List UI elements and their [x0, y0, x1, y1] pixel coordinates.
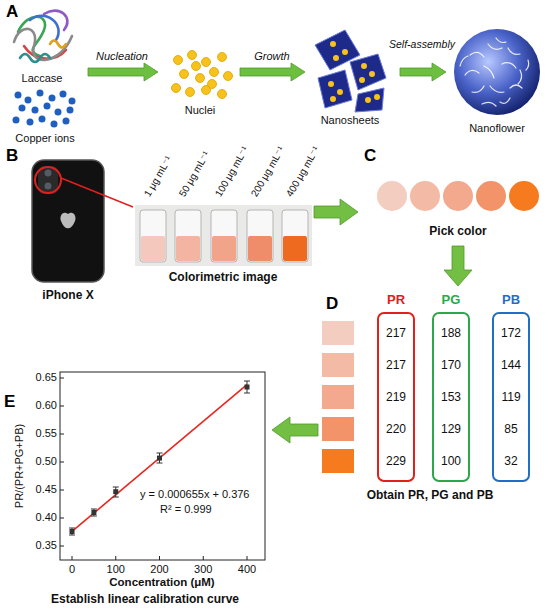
color-swatches — [322, 321, 354, 473]
equation-text: R² = 0.999 — [160, 503, 212, 516]
caption-label: Establish linear calibration curve — [51, 592, 239, 606]
value-cell: 129 — [434, 413, 468, 445]
value-cell: 119 — [494, 381, 528, 413]
axis-tick: 0.55 — [36, 427, 57, 440]
value-cell: 144 — [494, 349, 528, 381]
axis-tick: 0.45 — [36, 483, 57, 496]
item-label: Nuclei — [185, 104, 216, 117]
equation-text: y = 0.000655x + 0.376 — [140, 488, 249, 501]
panel-letter: A — [6, 2, 18, 22]
axis-tick: 0 — [69, 563, 75, 576]
color-column: PR217217219220229 — [377, 312, 415, 482]
item-label: Nanosheets — [321, 114, 380, 127]
value-cell: 217 — [379, 349, 413, 381]
phone-illustration — [32, 160, 133, 282]
axis-title: Concentration (μM) — [109, 576, 214, 590]
value-cell: 188 — [434, 317, 468, 349]
process-arrow — [88, 63, 446, 81]
value-cell: 229 — [379, 445, 413, 477]
nuclei-dots — [172, 51, 233, 99]
concentration-label: 200 μg mL⁻¹ — [249, 144, 287, 199]
axis-tick: 200 — [150, 563, 168, 576]
calibration-chart — [60, 372, 265, 560]
nanoflower-sphere — [454, 29, 540, 115]
value-cell: 153 — [434, 381, 468, 413]
caption-label: Obtain PR, PG and PB — [367, 488, 494, 502]
step-label: Nucleation — [96, 50, 148, 63]
nanosheets — [315, 30, 386, 112]
axis-tick: 400 — [238, 563, 256, 576]
value-cell: 220 — [379, 413, 413, 445]
step-label: Growth — [254, 50, 289, 63]
step-label: Self-assembly — [389, 38, 455, 51]
item-label: Laccase — [22, 72, 63, 85]
value-cell: 32 — [494, 445, 528, 477]
axis-tick: 0.50 — [36, 455, 57, 468]
copper-ion-dots — [13, 90, 76, 128]
axis-tick: 0.60 — [36, 399, 57, 412]
concentration-label: 1 μg mL⁻¹ — [142, 154, 175, 199]
panel-letter: C — [364, 146, 376, 166]
value-cell: 172 — [494, 317, 528, 349]
axis-title: PR/(PR+PG+PB) — [13, 424, 26, 508]
value-cell: 100 — [434, 445, 468, 477]
panel-letter: D — [326, 294, 338, 314]
value-cell: 217 — [379, 317, 413, 349]
vial-photo — [135, 205, 312, 266]
column-heading: PG — [442, 292, 461, 307]
axis-tick: 0.40 — [36, 511, 57, 524]
axis-tick: 0.35 — [36, 539, 57, 552]
item-label: Copper ions — [15, 132, 74, 145]
panel-letter: E — [4, 392, 15, 412]
panel-letter: B — [6, 146, 18, 166]
concentration-label: 50 μg mL⁻¹ — [177, 149, 213, 199]
axis-tick: 100 — [107, 563, 125, 576]
value-cell: 170 — [434, 349, 468, 381]
value-cell: 219 — [379, 381, 413, 413]
protein-ribbon — [14, 11, 72, 62]
value-cell: 85 — [494, 413, 528, 445]
column-heading: PR — [387, 292, 405, 307]
concentration-label: 400 μg mL⁻¹ — [284, 144, 322, 199]
device-label: iPhone X — [42, 288, 93, 302]
picked-color-circles — [377, 181, 539, 211]
concentration-label: 100 μg mL⁻¹ — [213, 144, 251, 199]
caption-label: Colorimetric image — [169, 270, 278, 284]
item-label: Nanoflower — [469, 122, 525, 135]
caption-label: Pick color — [429, 224, 486, 238]
axis-tick: 300 — [194, 563, 212, 576]
column-heading: PB — [502, 292, 520, 307]
color-column: PB1721441198532 — [492, 312, 530, 482]
color-column: PG188170153129100 — [432, 312, 470, 482]
axis-tick: 0.65 — [36, 371, 57, 384]
